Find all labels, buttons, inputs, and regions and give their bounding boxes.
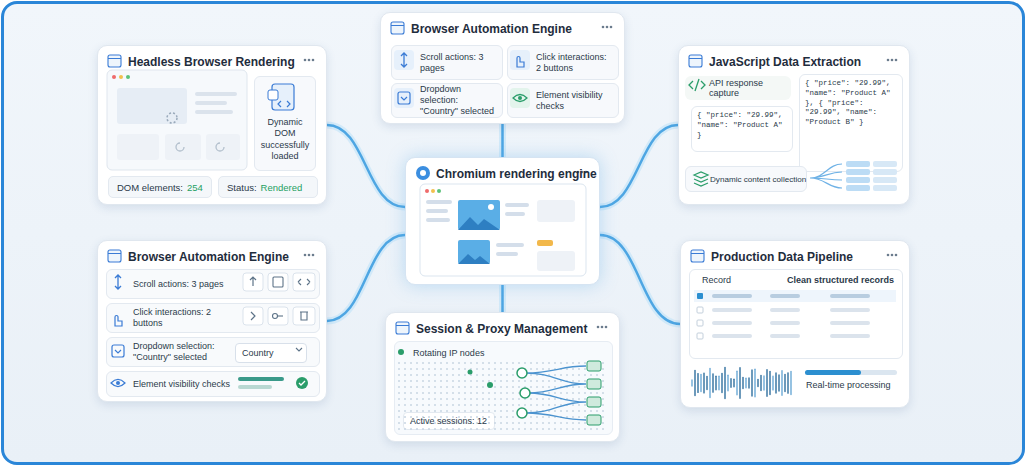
engine-box: Chromium rendering engine [405,157,600,285]
connector [327,125,405,207]
item-text: Element visibility checks [536,90,614,112]
record-table-box: Record Clean structured records [689,269,903,359]
item-text: API response capture [709,78,787,98]
panel-box: Session & Proxy ManagementRotating IP no… [385,312,620,442]
json-snippet: { "price": "29.99", "name": "Product A" … [799,74,903,172]
session-badge: Active sessions: 12 [403,412,495,430]
heading-icon [391,22,612,34]
panel-heading: JavaScript Data Extraction [709,55,899,69]
connector [600,235,680,324]
item-text: { "price": "29.99", "name": "Product A" … [805,79,891,126]
action-row: Scroll actions: 3 pages [106,269,320,299]
panel-heading: Browser Automation Engine [411,22,614,36]
heading-icon [691,250,897,262]
browser-mock [107,70,247,170]
action-row: Dropdown selection: "Country" selected Co… [106,337,320,367]
map-box: Rotating IP nodesActive sessions: 12 [394,341,613,435]
capture-tile: API response capture [685,76,791,100]
connector [501,285,504,312]
action-tile: Click interactions: 2 buttons [507,45,619,80]
connector-glow [327,235,405,321]
item-text: Dynamic content collection [710,175,806,184]
stat-pill: Status: Rendered [218,176,318,198]
item-text: Rotating IP nodes [413,348,484,358]
item-text: Status: [227,182,257,193]
panel-heading: Browser Automation Engine [128,250,316,264]
panel-box: Production Data PipelineRecord Clean stru… [680,240,910,408]
item-text: Country [242,348,274,359]
panel-box: Headless Browser RenderingDynamic DOM su… [97,45,327,205]
action-row: Click interactions: 2 buttons [106,303,320,333]
heading-icon [689,55,897,67]
item-value: Clean structured records [787,275,894,285]
item-text: { "price": "29.99", "name": "Product A" … [697,111,783,139]
action-tile: Element visibility checks [507,83,619,118]
dropdown-box: Country [235,343,307,363]
action-tile: Dropdown selection: "Country" selected [391,83,503,118]
item-text: Click interactions: 2 buttons [133,307,233,329]
heading-icon [108,250,314,262]
connector-glow [499,124,506,157]
collection-tile: Dynamic content collection [685,166,807,192]
connector [501,124,504,157]
panel-heading: Session & Proxy Management [416,322,609,336]
panel-box: JavaScript Data ExtractionAPI response c… [678,45,910,205]
item-text: Dropdown selection: "Country" selected [420,84,498,116]
item-value: 254 [187,182,203,193]
item-text: Scroll actions: 3 pages [133,279,224,290]
item-value: Rendered [261,182,303,193]
note-label: Real-time processing [806,380,891,390]
heading-icon [108,55,314,67]
action-tile: Scroll actions: 3 pages [391,45,503,80]
action-icons [394,50,530,108]
panel-heading: Production Data Pipeline [711,250,899,264]
proxy-map [396,349,608,430]
connector-glow [600,235,680,324]
item-text: Click interactions: 2 buttons [536,52,614,74]
heading-icon [396,322,607,334]
json-snippet: { "price": "29.99", "name": "Product A" … [691,106,793,152]
record-table [694,290,897,375]
connector-glow [600,125,678,207]
connector-glow [327,125,405,207]
action-row: Element visibility checks [106,371,320,397]
item-text: DOM elements: [117,182,183,193]
connector-glow [499,285,506,312]
row-icons [111,273,315,389]
panel-box: Browser Automation EngineScroll actions:… [97,240,327,402]
panel-heading: Headless Browser Rendering [128,55,316,69]
panel-heading: Chromium rendering engine [436,167,589,181]
extraction-icons [689,79,897,191]
status-card: Dynamic DOM successfully loaded [254,76,316,171]
code-doc-icon [268,84,294,110]
connector [600,125,678,207]
item-text: Dynamic DOM successfully loaded [261,117,310,161]
stat-pill: DOM elements: 254 [108,176,212,198]
item-text: Scroll actions: 3 pages [420,52,498,74]
connector [327,235,405,321]
render-mock [420,184,586,276]
item-text: Element visibility checks [133,379,230,390]
item-text: Dropdown selection: "Country" selected [133,341,233,363]
panel-box: Browser Automation EngineScroll actions:… [380,12,625,124]
item-text: Record [698,275,731,285]
heading-icon [416,166,587,180]
waveform [692,368,791,399]
item-text: Active sessions: 12 [410,416,487,426]
